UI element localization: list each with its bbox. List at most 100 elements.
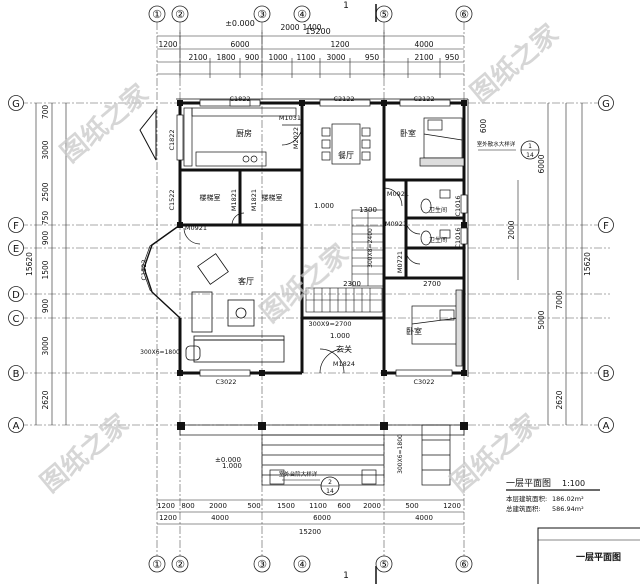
- right-dim-6000: 6000: [537, 154, 546, 173]
- room-kitchen: 厨房: [236, 128, 252, 138]
- label-m1824: M1824: [333, 360, 355, 368]
- stair-detail-sym2: 14: [326, 488, 334, 495]
- room-entrance: 玄关: [336, 344, 352, 354]
- bottom-outer-2: 4000: [211, 514, 229, 522]
- bottom-detail-7: 600: [337, 502, 350, 510]
- label-level-1000-b: 1.000: [330, 332, 350, 340]
- living-furniture: [185, 253, 285, 363]
- top-outer-3: 4000: [414, 40, 433, 49]
- title-block-frame: 一层平面图: [537, 527, 640, 584]
- left-dim-3000-a: 3000: [41, 140, 50, 159]
- axis-label-bottom-6: ⑥: [459, 558, 469, 571]
- label-c3022-a: C3022: [215, 378, 236, 386]
- label-stair-dim: 300X9=2700: [309, 320, 352, 328]
- label-c1016-a: C1016: [454, 195, 462, 216]
- left-dim-2620: 2620: [41, 390, 50, 409]
- right-axis-bubbles: G F B A: [598, 95, 614, 433]
- right-dimension-text: 15620 6000 7000 2620 2000 5000 600: [479, 119, 592, 410]
- label-bay-dim2: 300X6=1800: [397, 434, 404, 474]
- window-detail-callout: 室外散水大样详 1 14: [477, 140, 540, 160]
- axis-label-right-A: A: [603, 421, 610, 432]
- label-level-1000-a: 1.000: [314, 202, 334, 210]
- axis-label-left-C: C: [13, 314, 20, 325]
- left-dim-1500: 1500: [41, 260, 50, 279]
- bottom-detail-2: 800: [181, 502, 194, 510]
- top-plus-label: ±0.000: [225, 19, 255, 28]
- bottom-dimension-text: 1200 800 2000 500 1500 1100 600 2000 500…: [157, 502, 461, 536]
- right-dimensions: [517, 103, 583, 425]
- left-axis-bubbles: G F E D C B A: [8, 95, 24, 433]
- axis-label-right-B: B: [603, 369, 610, 380]
- bottom-detail-5: 1500: [277, 502, 295, 510]
- left-dim-900-b: 900: [41, 299, 50, 314]
- axis-label-bottom-4: ④: [297, 558, 307, 571]
- label-c2122-a: C2122: [333, 95, 354, 103]
- left-dim-3000-b: 3000: [41, 336, 50, 355]
- label-level-1000-c: 1.000: [222, 462, 242, 470]
- axis-label-bottom-3: ③: [257, 558, 267, 571]
- top-inner-4: 1000: [268, 53, 287, 62]
- left-dim-750: 750: [41, 211, 50, 226]
- room-stair-2: 楼梯室: [262, 193, 283, 202]
- watermark-1: 图纸之家: [55, 78, 155, 169]
- label-c1822-left: C1822: [168, 129, 176, 150]
- left-total: 15620: [25, 252, 34, 276]
- doors: [183, 124, 421, 374]
- window-detail-sym2: 14: [526, 152, 534, 159]
- label-stair-dim2: 300X8=2400: [367, 228, 374, 268]
- label-dim-1300: 1300: [359, 206, 377, 214]
- label-m0921-a: M0921: [387, 190, 409, 198]
- top-inner-5: 1100: [296, 53, 315, 62]
- stair-detail-sym: 2: [328, 479, 332, 486]
- label-bay-dim: 300X6=1800: [140, 349, 180, 356]
- bottom-detail-4: 500: [247, 502, 260, 510]
- room-bedroom-top: 卧室: [400, 128, 416, 138]
- room-labels: 厨房 餐厅 卧室 卫生间 卫生间 楼梯室 楼梯室 客厅 玄关 卧室: [200, 128, 448, 354]
- bottom-detail-9: 500: [405, 502, 418, 510]
- stair-upper: [351, 209, 385, 287]
- axis-label-left-D: D: [12, 290, 20, 301]
- window-detail-text: 室外散水大样详: [477, 140, 516, 148]
- axis-label-top-4: ④: [297, 8, 307, 21]
- left-dim-900-a: 900: [41, 231, 50, 246]
- top-axis-bubbles: ① ② ③ ④ ⑤ ⑥: [148, 5, 473, 23]
- title-scale: 1:100: [562, 479, 585, 488]
- room-living: 客厅: [238, 276, 254, 286]
- axis-label-left-A: A: [13, 421, 20, 432]
- axis-label-top-1: ①: [152, 8, 162, 21]
- left-dim-700: 700: [41, 105, 50, 120]
- label-c2122-b: C2122: [413, 95, 434, 103]
- top-inner-9: 950: [445, 53, 460, 62]
- bottom-outer-4: 4000: [415, 514, 433, 522]
- watermark-2: 图纸之家: [465, 18, 565, 109]
- label-m0721: M0721: [396, 251, 404, 273]
- axis-label-bottom-2: ②: [175, 558, 185, 571]
- right-total: 15620: [583, 252, 592, 276]
- title-area-label-2: 总建筑面积:: [506, 504, 541, 513]
- top-inner-3: 900: [245, 53, 260, 62]
- wall-insulation: [176, 98, 469, 377]
- top-inner-8: 2100: [414, 53, 433, 62]
- kitchen-counter: [183, 107, 297, 167]
- right-dim-2620: 2620: [555, 390, 564, 409]
- watermark-4: 图纸之家: [35, 408, 135, 499]
- axis-label-left-G: G: [12, 99, 20, 110]
- top-outer-1: 1200: [158, 40, 177, 49]
- room-dining: 餐厅: [338, 151, 354, 160]
- bottom-outer-1: 1200: [159, 514, 177, 522]
- title-name: 一层平面图: [506, 478, 551, 489]
- label-m2022: M2022: [292, 127, 300, 149]
- bed-bottom: [411, 289, 463, 367]
- title-area-value-1: 186.02m²: [552, 495, 584, 503]
- label-dim-2300: 2300: [343, 280, 361, 288]
- section-mark-top: 1: [343, 1, 377, 22]
- axis-label-top-5: ⑤: [379, 8, 389, 21]
- top-plus-2000: 2000: [280, 23, 299, 32]
- top-total: 15200: [305, 27, 330, 36]
- title-area-label-1: 本层建筑面积:: [506, 494, 547, 503]
- axis-label-left-F: F: [13, 221, 19, 232]
- top-outer-4: 1200: [330, 40, 349, 49]
- right-dim-600: 600: [479, 119, 488, 134]
- code-labels: C1822 M1031 C2122 C2122 C1822 M2022 M092…: [140, 95, 462, 474]
- bottom-dimensions: [157, 499, 464, 525]
